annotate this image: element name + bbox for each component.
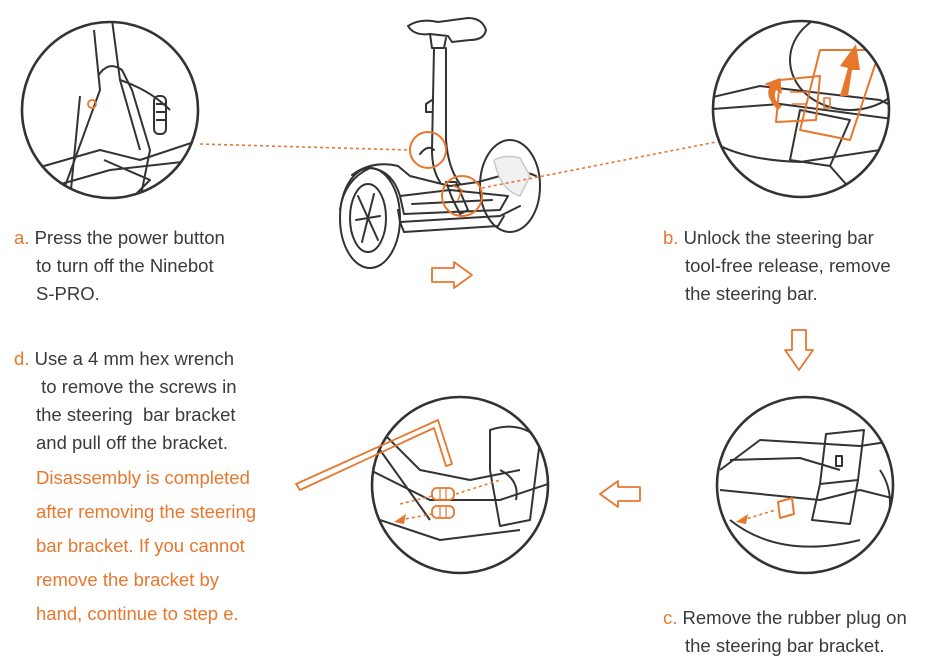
step-d-note-line-2: after removing the steering xyxy=(36,501,257,522)
step-d-line-1: Use a 4 mm hex wrench xyxy=(34,348,235,369)
step-b-line-2: tool-free release, remove xyxy=(685,255,891,276)
step-a-line-3: S-PRO. xyxy=(36,283,100,304)
step-d-line-2: to remove the screws in xyxy=(36,376,237,397)
step-a-text: a. Press the power button to turn off th… xyxy=(14,224,225,308)
step-d-note-line-3: bar bracket. If you cannot xyxy=(36,535,245,556)
detail-circle-c xyxy=(715,395,895,575)
step-d-note: Disassembly is completed after removing … xyxy=(14,461,256,631)
detail-circle-a xyxy=(20,20,200,200)
detail-circle-b xyxy=(711,19,891,199)
step-d-line-3: the steering bar bracket xyxy=(36,404,236,425)
step-c-text: c. Remove the rubber plug on the steerin… xyxy=(663,604,907,660)
step-d-text: d. Use a 4 mm hex wrench to remove the s… xyxy=(14,345,256,631)
step-c-letter: c. xyxy=(663,607,678,628)
arrow-right-icon xyxy=(431,261,473,289)
step-b-text: b. Unlock the steering bar tool-free rel… xyxy=(663,224,891,308)
step-a-letter: a. xyxy=(14,227,30,248)
step-b-letter: b. xyxy=(663,227,679,248)
connector-lines xyxy=(199,141,717,189)
step-c-line-1: Remove the rubber plug on xyxy=(682,607,907,628)
step-d-note-line-1: Disassembly is completed xyxy=(36,467,250,488)
step-d-line-4: and pull off the bracket. xyxy=(36,432,228,453)
hex-wrench-icon xyxy=(295,419,453,491)
arrow-left-icon xyxy=(599,480,641,508)
step-c-line-2: the steering bar bracket. xyxy=(685,635,885,656)
step-b-line-1: Unlock the steering bar xyxy=(683,227,874,248)
step-d-note-line-4: remove the bracket by xyxy=(36,569,220,590)
scooter-illustration xyxy=(339,17,541,269)
step-d-letter: d. xyxy=(14,348,30,369)
step-d-note-line-5: hand, continue to step e. xyxy=(36,603,239,624)
step-b-line-3: the steering bar. xyxy=(685,283,818,304)
step-a-line-2: to turn off the Ninebot xyxy=(36,255,214,276)
arrow-down-icon xyxy=(784,329,814,371)
step-a-line-1: Press the power button xyxy=(34,227,225,248)
detail-circle-d xyxy=(295,395,550,575)
